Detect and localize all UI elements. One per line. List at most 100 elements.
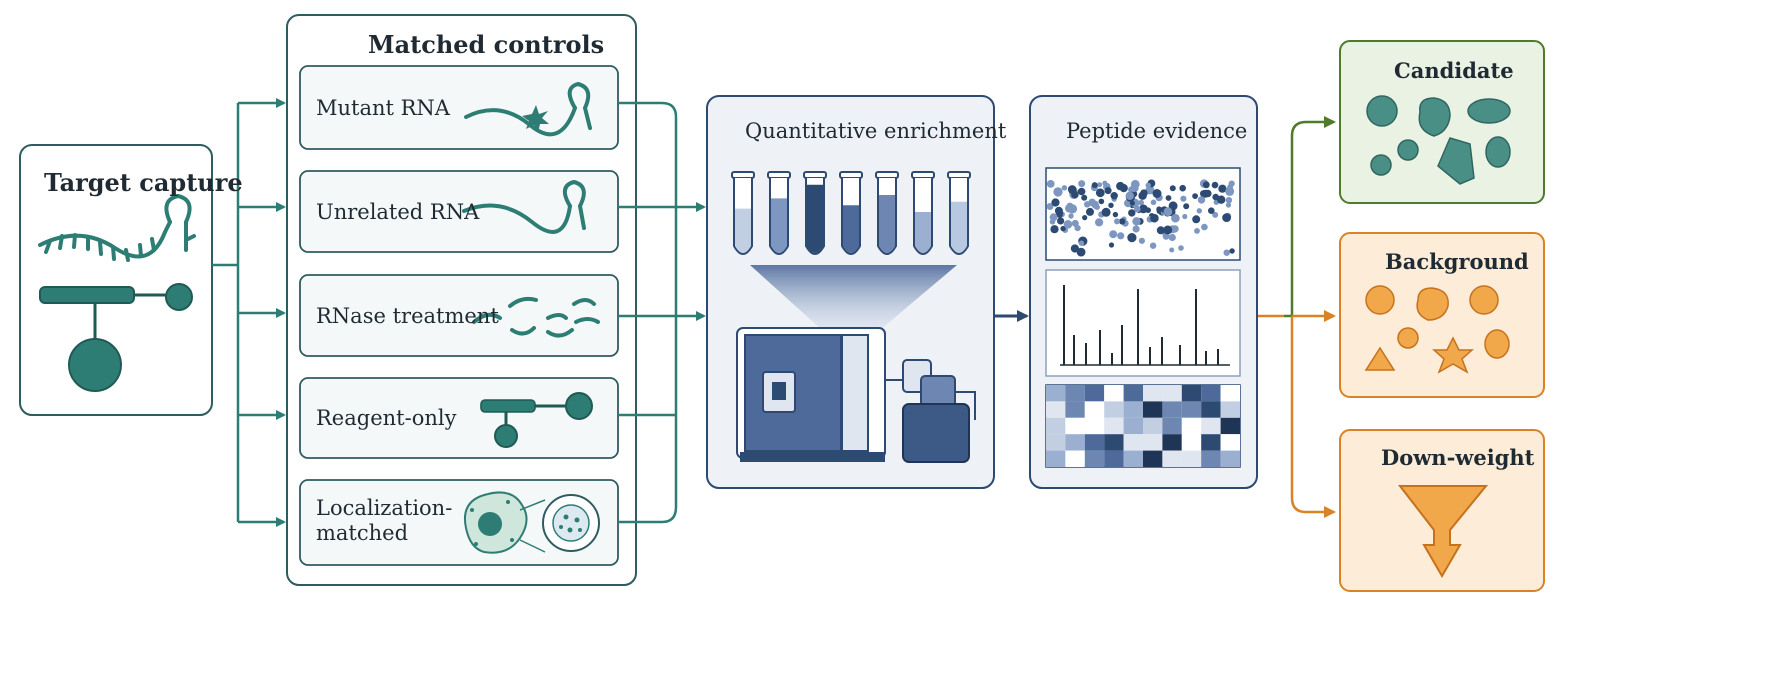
test-tube bbox=[839, 171, 863, 255]
funnel-icon bbox=[1397, 485, 1489, 578]
test-tube bbox=[731, 171, 755, 255]
quant-title: Quantitative enrichment bbox=[745, 119, 1007, 143]
heatmap-cell bbox=[1143, 401, 1163, 418]
scatter-dot bbox=[1163, 207, 1173, 217]
candidate-title: Candidate bbox=[1394, 58, 1514, 83]
matched-controls-title: Matched controls bbox=[368, 30, 605, 59]
scatter-dot bbox=[1070, 244, 1079, 253]
scatter-dot bbox=[1150, 213, 1159, 223]
scatter-dot bbox=[1179, 184, 1186, 192]
peptide-evidence-panel bbox=[1029, 95, 1258, 489]
reagent-only-icon bbox=[480, 392, 593, 448]
heatmap-cell bbox=[1220, 417, 1240, 435]
scatter-dot bbox=[1110, 192, 1118, 200]
control-label-localization-line2: matched bbox=[316, 521, 409, 545]
scatter-dot bbox=[1225, 202, 1232, 208]
heatmap-cell bbox=[1143, 417, 1163, 435]
scatter-dot bbox=[1095, 218, 1104, 227]
scatter-dot bbox=[1108, 202, 1114, 208]
heatmap-cell bbox=[1220, 434, 1240, 451]
heatmap-cell bbox=[1181, 385, 1202, 402]
heatmap-cell bbox=[1123, 417, 1143, 435]
test-tube bbox=[803, 171, 827, 255]
scatter-dot bbox=[1101, 207, 1111, 217]
heatmap-cell bbox=[1220, 450, 1240, 467]
scatter-dot bbox=[1050, 225, 1059, 234]
heatmap-cell bbox=[1201, 450, 1221, 467]
peptide-scatter-dots bbox=[1046, 179, 1235, 257]
scatter-dot bbox=[1169, 185, 1176, 192]
heatmap-cell bbox=[1143, 385, 1163, 402]
test-tube bbox=[911, 171, 935, 255]
test-tube bbox=[947, 171, 971, 255]
target-capture-panel bbox=[19, 144, 213, 416]
heatmap-cell bbox=[1046, 385, 1066, 402]
scatter-dot bbox=[1125, 191, 1135, 200]
control-label-localization: Localization- bbox=[316, 496, 453, 520]
heatmap-cell bbox=[1065, 417, 1085, 435]
scatter-dot bbox=[1202, 181, 1210, 189]
scatter-dot bbox=[1225, 197, 1233, 204]
scatter-dot bbox=[1208, 207, 1215, 214]
scatter-dot bbox=[1077, 187, 1086, 196]
scatter-dot bbox=[1068, 213, 1074, 219]
scatter-dot bbox=[1182, 213, 1188, 220]
controls-to-quant-connectors bbox=[618, 101, 706, 524]
heatmap-cell bbox=[1084, 417, 1105, 435]
heatmap-cell bbox=[1181, 417, 1202, 435]
scatter-dot bbox=[1217, 195, 1226, 204]
scatter-dot bbox=[1134, 205, 1141, 213]
heatmap-cell bbox=[1181, 450, 1202, 467]
heatmap-cell bbox=[1065, 385, 1085, 402]
scatter-dot bbox=[1112, 211, 1119, 218]
scatter-dot bbox=[1088, 198, 1096, 207]
heatmap-cell bbox=[1084, 434, 1105, 451]
scatter-dot bbox=[1211, 181, 1219, 189]
control-label-reagent: Reagent-only bbox=[316, 406, 457, 430]
heatmap-cell bbox=[1201, 434, 1221, 451]
heatmap-cell bbox=[1123, 434, 1143, 451]
scatter-dot bbox=[1093, 204, 1099, 210]
scatter-dot bbox=[1098, 198, 1105, 205]
scatter-dot bbox=[1228, 180, 1235, 187]
scatter-dot bbox=[1149, 242, 1157, 249]
background-title: Background bbox=[1385, 249, 1529, 274]
background-proteins-icon bbox=[1364, 285, 1510, 374]
down-weight-title: Down-weight bbox=[1381, 445, 1535, 470]
scatter-dot bbox=[1091, 182, 1098, 189]
scatter-dot bbox=[1139, 204, 1148, 214]
scatter-dot bbox=[1060, 225, 1066, 232]
scatter-dot bbox=[1082, 215, 1088, 221]
heatmap-cell bbox=[1065, 401, 1085, 418]
heatmap-cell bbox=[1181, 434, 1202, 451]
heatmap-cell bbox=[1065, 434, 1085, 451]
down-weight-box bbox=[1339, 429, 1545, 592]
scatter-dot bbox=[1108, 242, 1115, 248]
control-box-mutant bbox=[299, 65, 619, 150]
scatter-dot bbox=[1114, 218, 1120, 225]
scatter-dot bbox=[1053, 187, 1063, 197]
scatter-dot bbox=[1097, 182, 1103, 188]
scatter-dot bbox=[1109, 230, 1118, 239]
heatmap-cells bbox=[1046, 385, 1240, 467]
scatter-dot bbox=[1130, 185, 1138, 193]
control-label-mutant: Mutant RNA bbox=[316, 96, 450, 120]
mass-spectrum-plot bbox=[1045, 269, 1241, 377]
test-tube bbox=[767, 171, 791, 255]
scatter-dot bbox=[1223, 249, 1230, 256]
scatter-dot bbox=[1201, 189, 1210, 198]
heatmap-cell bbox=[1162, 417, 1182, 435]
target-capture-title: Target capture bbox=[44, 168, 243, 197]
heatmap-cell bbox=[1143, 434, 1163, 451]
scatter-dot bbox=[1194, 228, 1200, 234]
heatmap-cell bbox=[1065, 450, 1085, 467]
scatter-dot bbox=[1132, 225, 1140, 233]
scatter-dot bbox=[1078, 180, 1086, 188]
scatter-dot bbox=[1076, 247, 1086, 257]
scatter-dot bbox=[1046, 203, 1054, 210]
scatter-dot bbox=[1119, 218, 1126, 225]
scatter-dot bbox=[1169, 247, 1175, 253]
heatmap-cell bbox=[1104, 385, 1124, 402]
heatmap-cell bbox=[1162, 450, 1182, 467]
